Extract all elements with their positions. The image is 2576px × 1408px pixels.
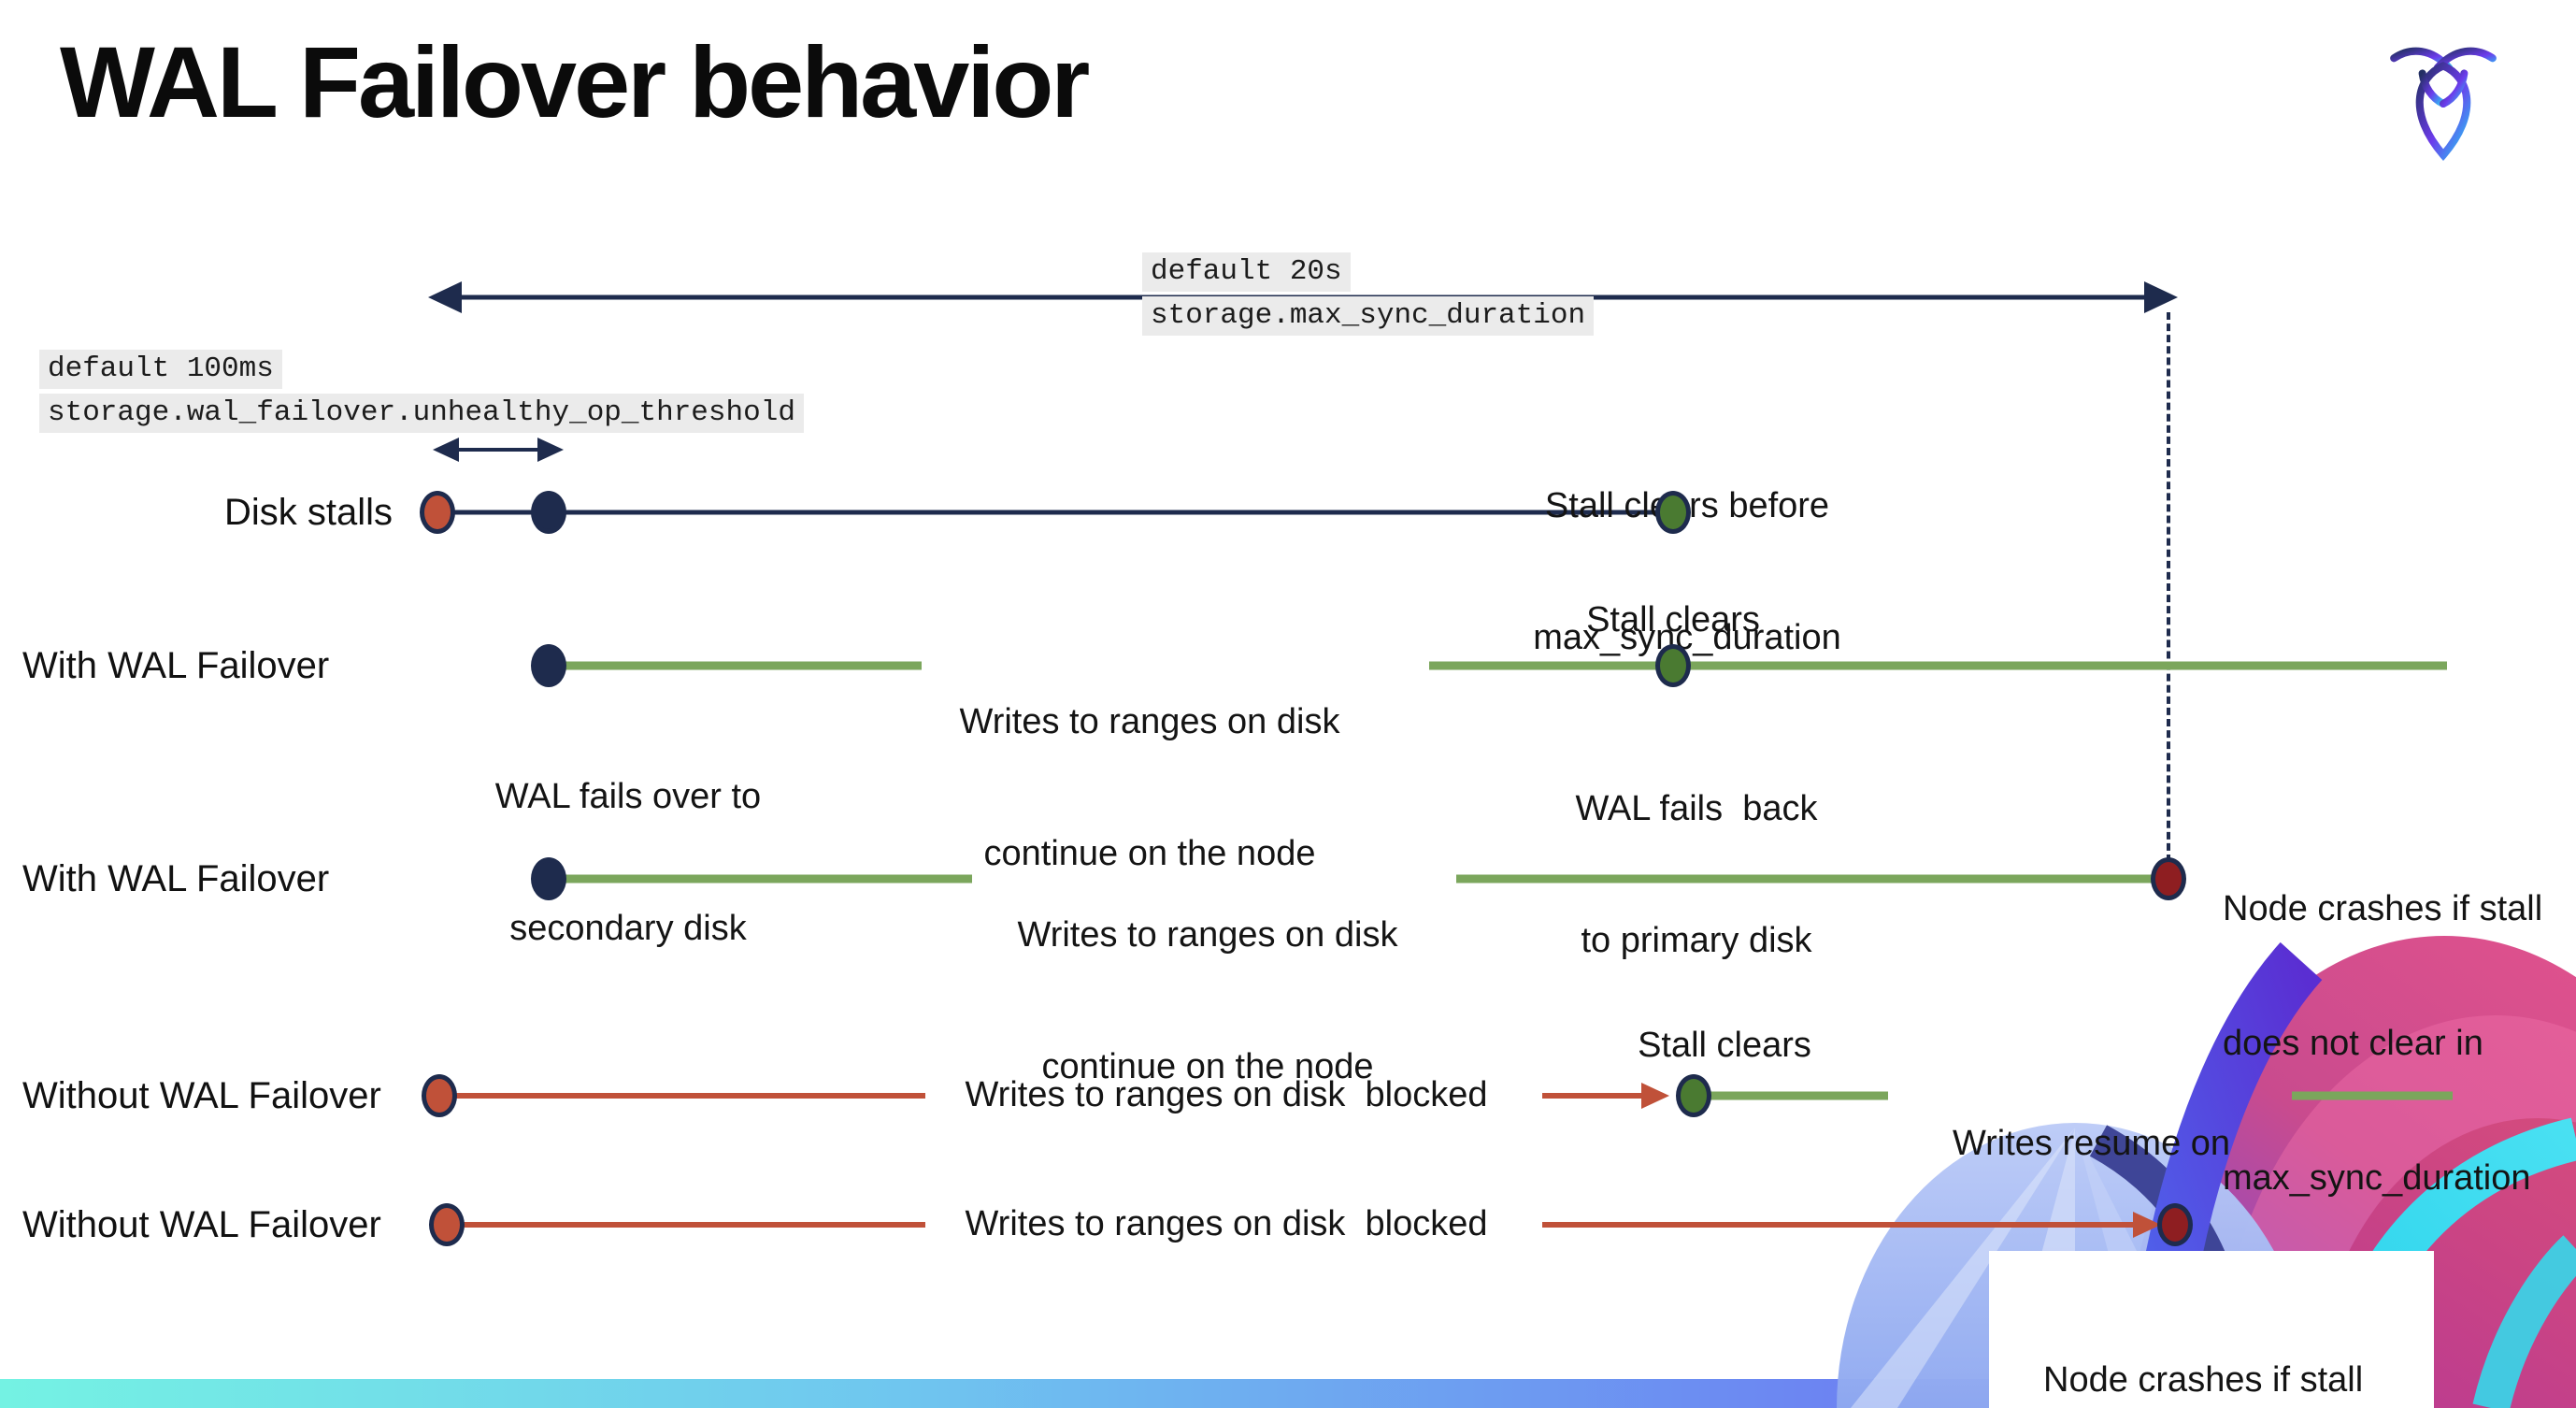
threshold-arrowhead-right-icon [537, 438, 564, 462]
wal-fails-over-label: WAL fails over to secondary disk [494, 777, 762, 948]
row-label-without-wal-1: Without WAL Failover [22, 1075, 381, 1116]
stall-start-dot [420, 491, 455, 534]
threshold-reached-dot [531, 491, 566, 534]
threshold-arrow-line [456, 448, 542, 452]
writes-continue-line-b [1429, 661, 2447, 670]
writes-blocked-line-d [1542, 1222, 2133, 1228]
node-crash-dot-row5 [2157, 1203, 2193, 1246]
wal-fails-back-label: WAL fails back to primary disk [1575, 789, 1818, 960]
max-sync-duration-setting-text: storage.max_sync_duration [1142, 296, 1595, 336]
stall-clears-before-label: Stall clears before max_sync_duration [1533, 486, 1841, 657]
failover-dot [531, 644, 566, 687]
unhealthy-op-threshold-label: default 100ms storage.wal_failover.unhea… [39, 350, 804, 433]
stall-start-dot-row5 [429, 1203, 465, 1246]
node-crashes-label-row5: Node crashes if stall does not clear in … [2043, 1360, 2364, 1400]
failover-dot-2 [531, 857, 566, 900]
row-label-without-wal-2: Without WAL Failover [22, 1204, 381, 1245]
row-label-disk-stalls: Disk stalls [223, 492, 393, 533]
red-arrowhead-icon-2 [2133, 1212, 2161, 1238]
stall-clears-dot-row4 [1676, 1074, 1711, 1117]
writes-blocked-label-2: Writes to ranges on disk blocked [965, 1204, 1488, 1243]
writes-continue-line-a [559, 661, 922, 670]
writes-resume-line-a [1710, 1091, 1888, 1100]
unhealthy-op-threshold-setting-text: storage.wal_failover.unhealthy_op_thresh… [39, 394, 804, 433]
max-sync-duration-label: default 20s storage.max_sync_duration [1142, 252, 1595, 336]
node-crash-dot-row3 [2151, 857, 2186, 900]
arrowhead-left-icon [428, 281, 462, 313]
writes-blocked-line-a [454, 1093, 925, 1099]
max-sync-deadline-dashed-line [2167, 312, 2170, 862]
writes-continue-line-c [559, 874, 972, 884]
node-crashes-label-row3: Node crashes if stall does not clear in … [2223, 889, 2543, 1198]
stall-clears-label-row4: Stall clears [1638, 1026, 1811, 1065]
cockroachdb-logo-icon [2390, 47, 2497, 162]
stall-clears-dot-row1 [1655, 491, 1691, 534]
writes-continue-label-1: Writes to ranges on disk continue on the… [959, 702, 1340, 873]
row-label-with-wal-1: With WAL Failover [22, 645, 330, 686]
threshold-arrowhead-left-icon [433, 438, 459, 462]
stall-clears-dot-row2 [1655, 644, 1691, 687]
row-label-with-wal-2: With WAL Failover [22, 858, 330, 899]
writes-resume-line-b [2292, 1091, 2453, 1100]
default-20s-text: default 20s [1142, 252, 1351, 292]
writes-blocked-line-b [1542, 1093, 1641, 1099]
default-100ms-text: default 100ms [39, 350, 282, 389]
writes-blocked-line-c [462, 1222, 925, 1228]
writes-continue-label-2: Writes to ranges on disk continue on the… [1017, 915, 1398, 1086]
node-crashes-callout-box [1989, 1251, 2434, 1408]
red-arrowhead-icon-1 [1641, 1083, 1669, 1109]
disk-stall-timeline [437, 510, 1673, 515]
stall-clears-label-row2: Stall clears [1586, 600, 1760, 639]
writes-continue-line-d [1456, 874, 2154, 884]
arrowhead-right-icon [2144, 281, 2178, 313]
writes-blocked-label-1: Writes to ranges on disk blocked [965, 1075, 1488, 1114]
stall-start-dot-row4 [422, 1074, 457, 1117]
page-title: WAL Failover behavior [60, 25, 1090, 138]
